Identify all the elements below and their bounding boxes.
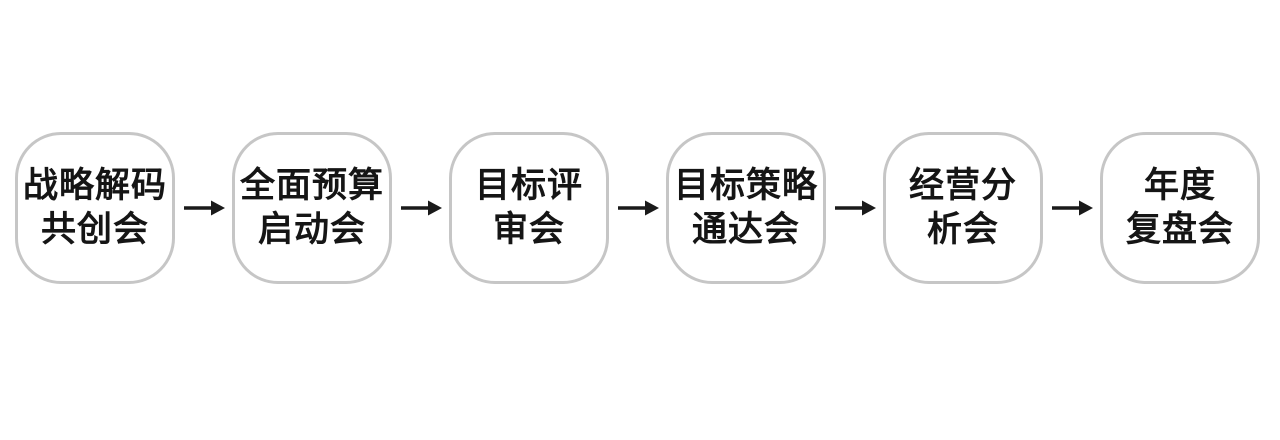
node-label-line1: 战略解码: [22, 166, 167, 205]
flow-connector: [826, 132, 883, 284]
node-label-line1: 目标评: [474, 166, 583, 205]
node-label-line2: 通达会: [691, 210, 800, 249]
arrow-right-icon: [617, 200, 659, 216]
node-label-line2: 复盘会: [1125, 210, 1234, 249]
flow-node-business-analysis: 经营分 析会: [883, 132, 1043, 284]
flow-connector: [175, 132, 232, 284]
flow-connector: [609, 132, 666, 284]
node-label-line2: 共创会: [40, 210, 149, 249]
flow-connector: [1043, 132, 1100, 284]
node-label-line2: 审会: [492, 210, 565, 249]
arrow-right-icon: [1051, 200, 1093, 216]
node-label-line2: 析会: [926, 210, 999, 249]
node-label-line1: 全面预算: [239, 166, 384, 205]
flow-connector: [392, 132, 449, 284]
meeting-flow-diagram: 战略解码 共创会 全面预算 启动会 目标评 审会 目标策略 通达会: [15, 132, 1260, 284]
arrow-right-icon: [400, 200, 442, 216]
node-label-line1: 经营分: [908, 166, 1017, 205]
node-label-line1: 目标策略: [673, 166, 818, 205]
node-label-line2: 启动会: [257, 210, 366, 249]
flow-node-annual-retrospective: 年度 复盘会: [1100, 132, 1260, 284]
flow-node-budget-kickoff: 全面预算 启动会: [232, 132, 392, 284]
arrow-right-icon: [834, 200, 876, 216]
arrow-right-icon: [183, 200, 225, 216]
flow-node-goal-strategy-communication: 目标策略 通达会: [666, 132, 826, 284]
flow-node-goal-review: 目标评 审会: [449, 132, 609, 284]
flow-node-strategy-decoding: 战略解码 共创会: [15, 132, 175, 284]
node-label-line1: 年度: [1143, 166, 1216, 205]
